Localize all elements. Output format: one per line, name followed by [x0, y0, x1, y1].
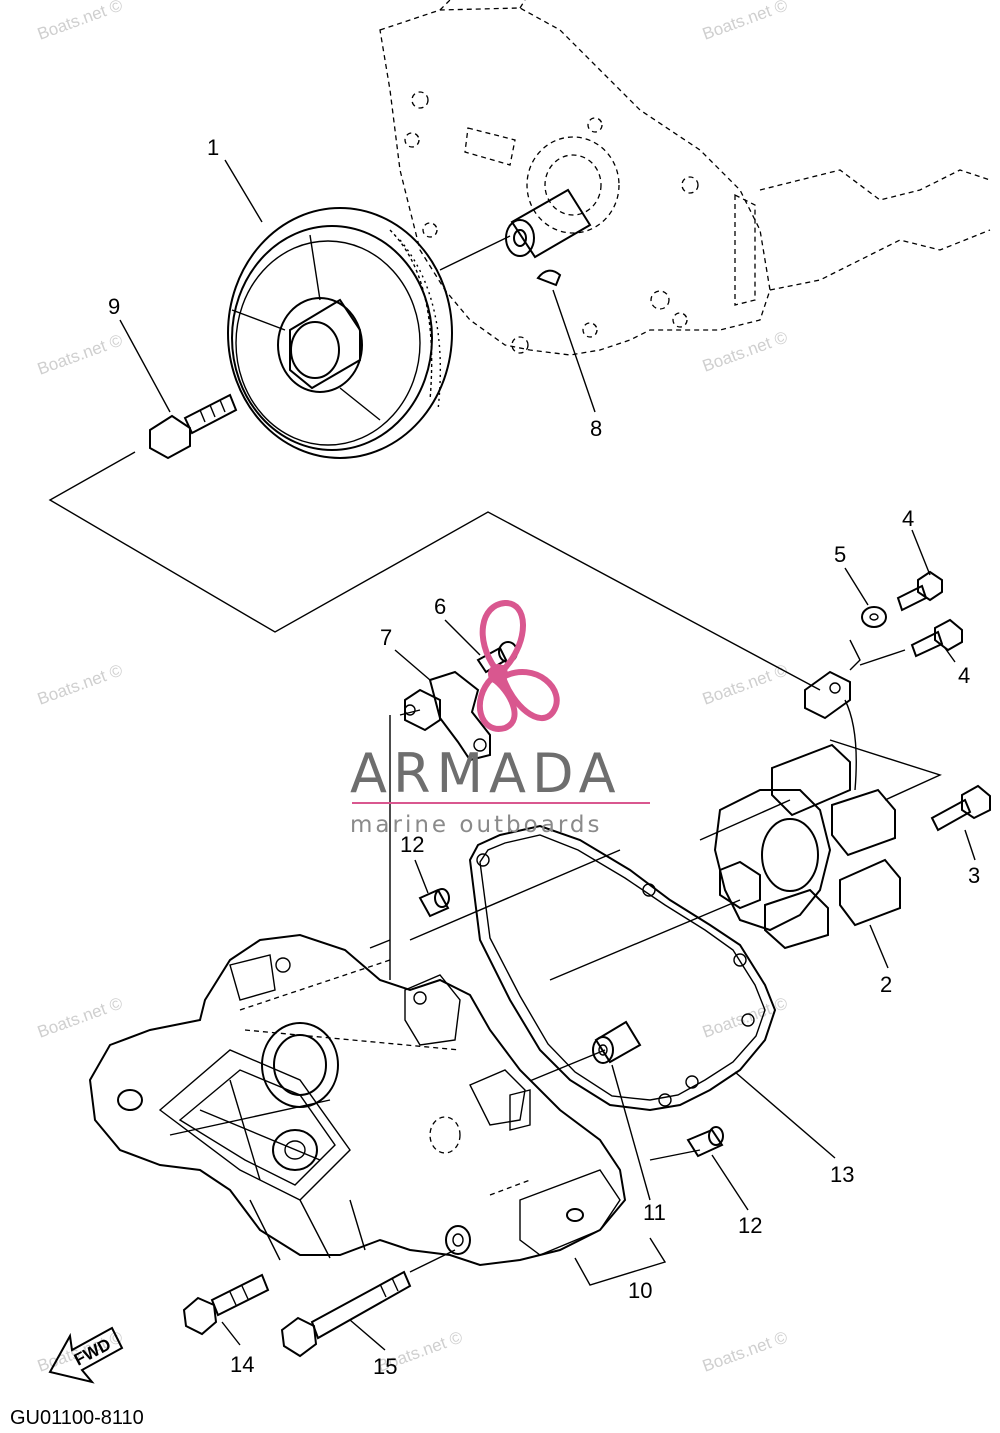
callout-3: 3	[968, 863, 980, 888]
bolt-part-15	[280, 1249, 456, 1358]
woodruff-key-part-8	[536, 269, 562, 287]
callout-12-upper: 12	[400, 832, 424, 857]
callout-14: 14	[230, 1352, 254, 1377]
leader-lines	[119, 159, 976, 1351]
stator-assembly-part-2	[713, 743, 901, 950]
armada-logo: ARMADA marine outboards	[350, 599, 650, 838]
gasket-part-13	[468, 824, 777, 1112]
watermark-text: Boats.net ©	[35, 993, 126, 1041]
watermark-text: Boats.net ©	[700, 1327, 791, 1375]
watermark-text: Boats.net ©	[35, 330, 126, 378]
propeller-logo-icon	[476, 599, 560, 732]
flywheel-rotor-part-1	[227, 207, 453, 459]
crankshaft-stub	[439, 188, 592, 271]
callout-4-upper: 4	[902, 506, 914, 531]
callout-13: 13	[830, 1162, 854, 1187]
bolt-part-3	[930, 784, 991, 832]
flywheel-bolt-part-9	[149, 393, 238, 460]
callout-1: 1	[207, 135, 219, 160]
screw-part-4-lower	[910, 618, 963, 658]
callout-2: 2	[880, 972, 892, 997]
logo-tagline: marine outboards	[350, 812, 602, 838]
callout-11: 11	[643, 1200, 666, 1225]
callout-6: 6	[434, 594, 446, 619]
callout-4-lower: 4	[958, 663, 970, 688]
callout-10: 10	[628, 1278, 652, 1303]
watermark-text: Boats.net ©	[700, 0, 791, 44]
assembly-lines	[48, 451, 942, 1161]
watermark-text: Boats.net ©	[700, 993, 791, 1041]
callout-15: 15	[373, 1354, 397, 1379]
callouts: 1 2 3 4 4 5 6 7 8 9 10 11 12 12 13 14 15	[108, 135, 980, 1379]
callout-8: 8	[590, 416, 602, 441]
stator-connector	[804, 670, 857, 791]
engine-crankcase-outline	[379, 0, 991, 356]
callout-9: 9	[108, 294, 120, 319]
dowel-pin-part-12-upper	[418, 888, 450, 918]
bolt-part-14	[182, 1273, 270, 1336]
pulser-coil-part-7	[404, 670, 491, 762]
crankcase-cover-part-10	[88, 933, 627, 1267]
collar-part-11	[592, 1020, 642, 1064]
callout-5: 5	[834, 542, 846, 567]
screw-part-4-upper	[896, 570, 943, 612]
logo-name: ARMADA	[350, 742, 622, 805]
watermark-text: Boats.net ©	[35, 0, 126, 44]
watermark-text: Boats.net ©	[700, 327, 791, 375]
callout-12-lower: 12	[738, 1213, 762, 1238]
washer-part-5	[861, 606, 887, 628]
dowel-pin-part-12-lower	[686, 1126, 724, 1158]
watermark-text: Boats.net ©	[35, 660, 126, 708]
drawing-code: GU01100-8110	[10, 1407, 144, 1429]
callout-7: 7	[380, 625, 392, 650]
